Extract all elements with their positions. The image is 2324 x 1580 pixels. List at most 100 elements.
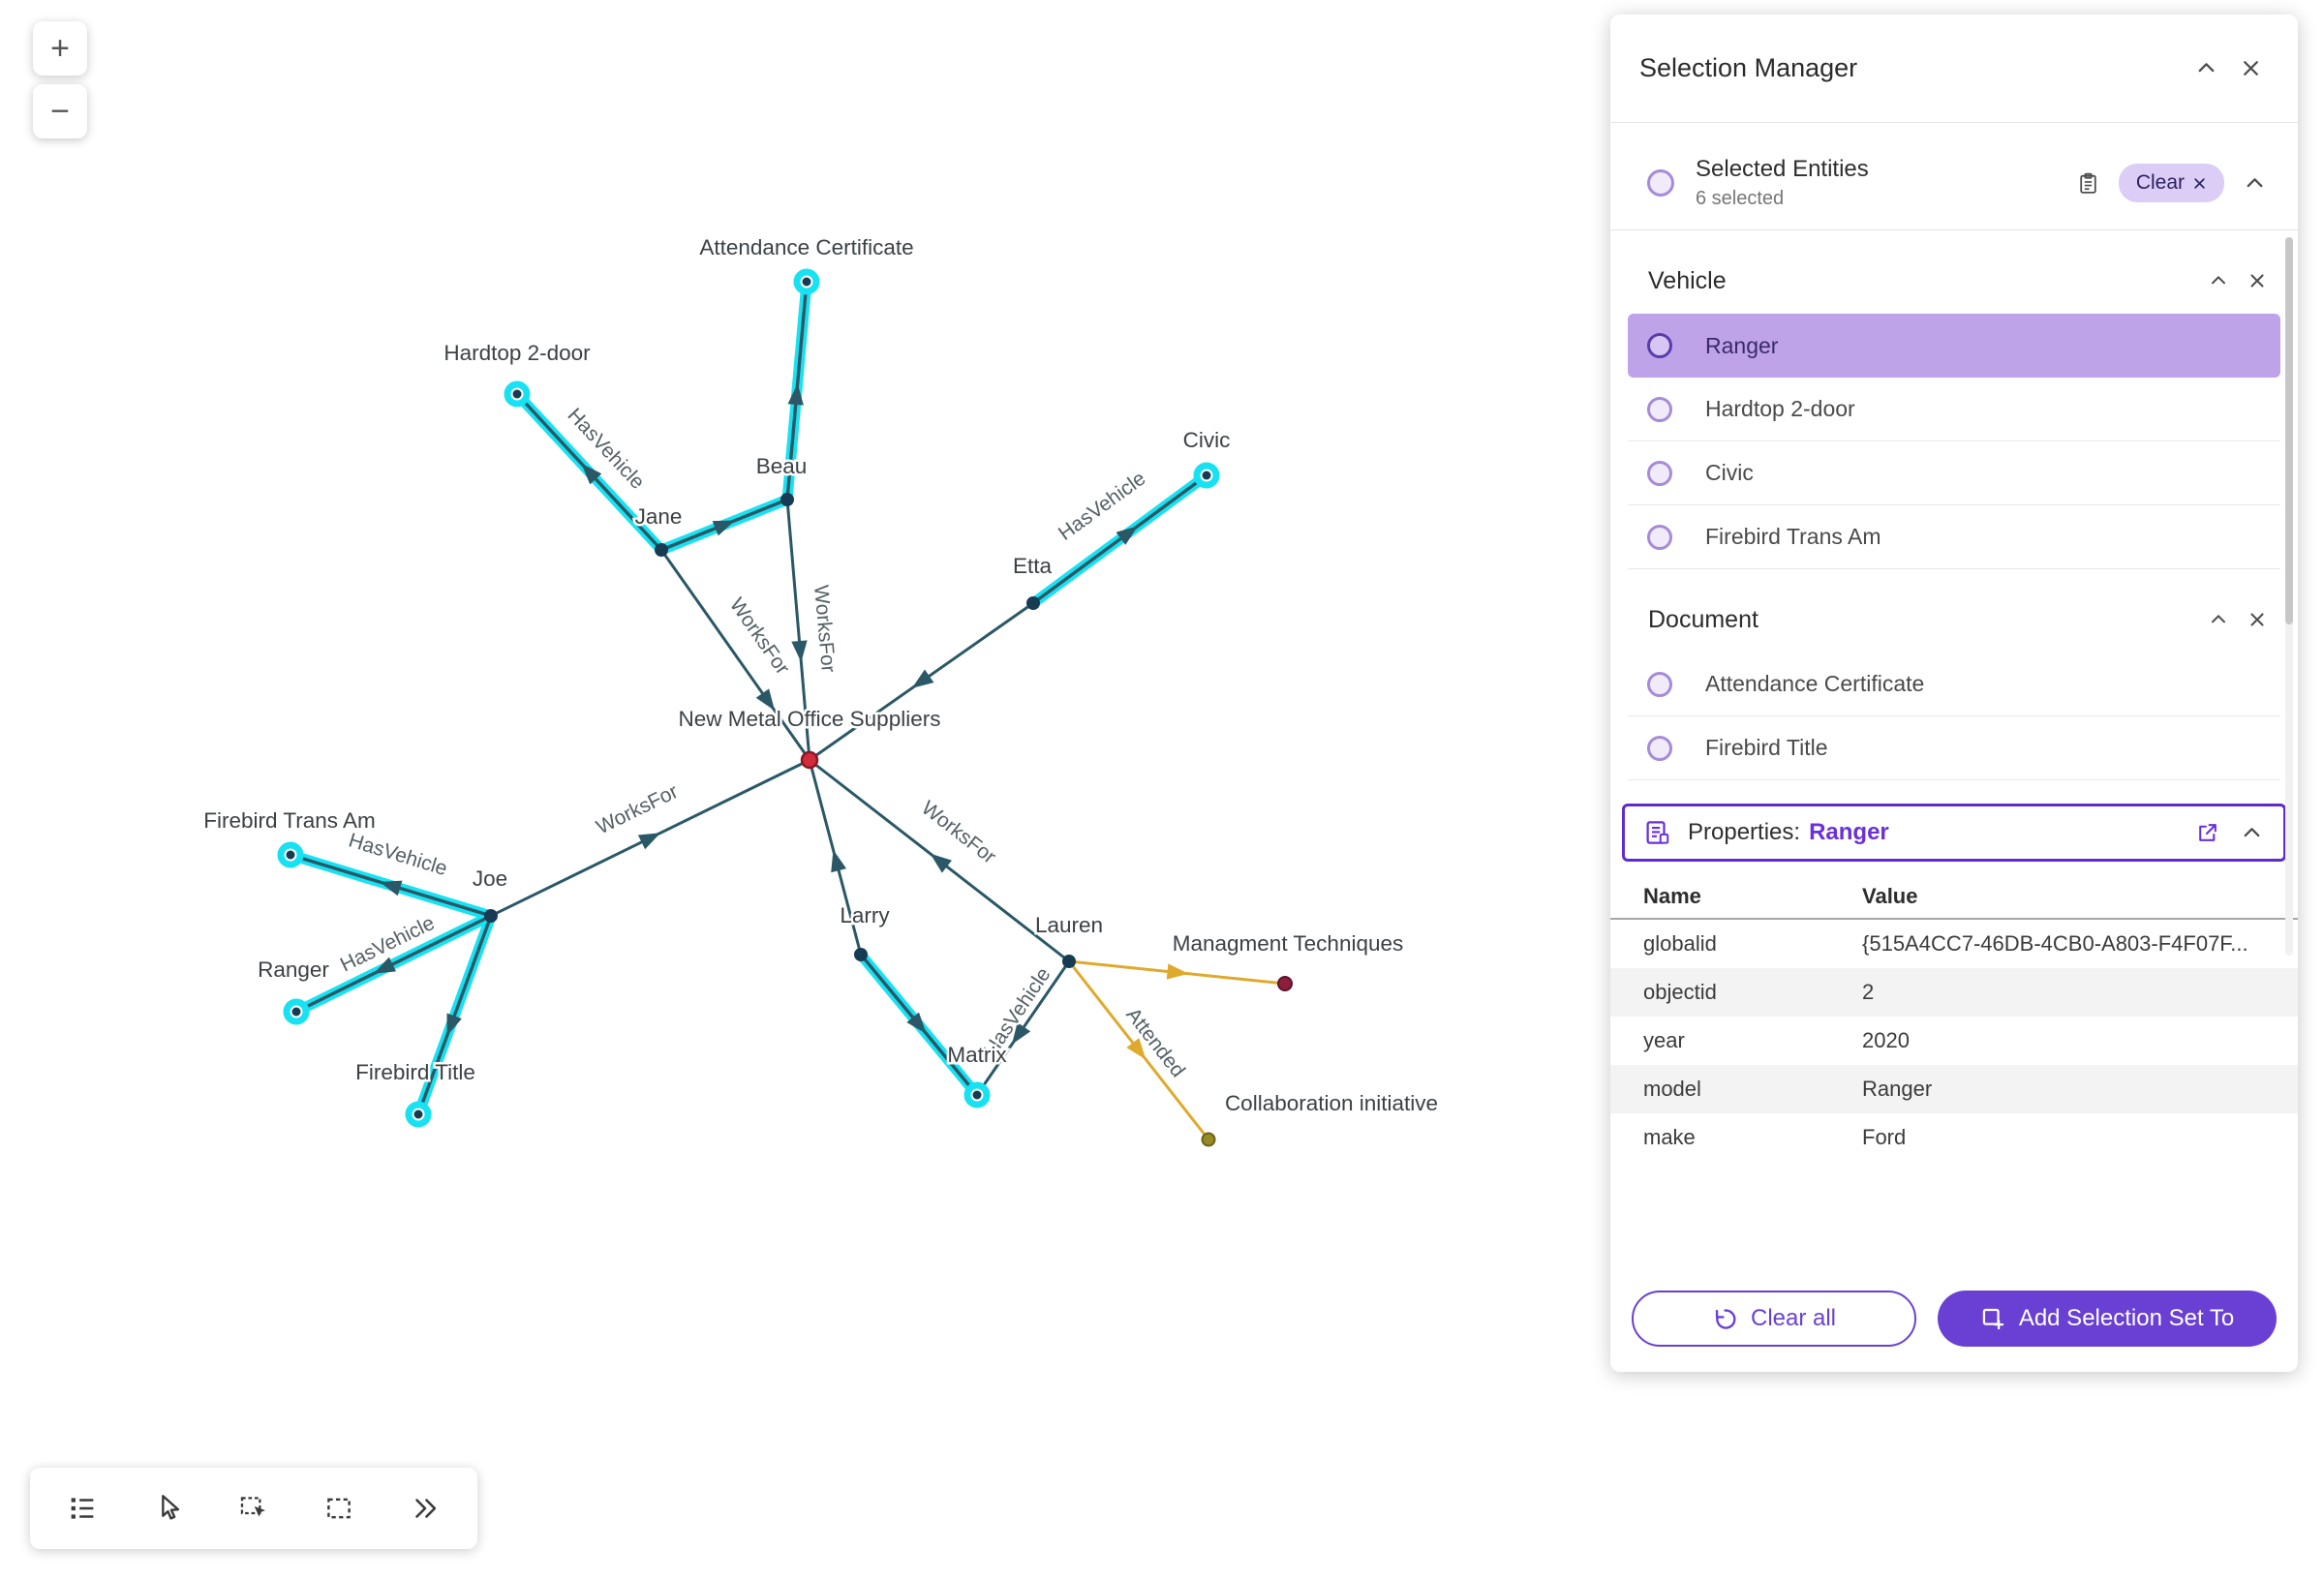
node-label-ranger: Ranger: [258, 957, 329, 982]
panel-body: Selected Entities 6 selected Clear: [1610, 123, 2298, 1279]
add-selection-set-button[interactable]: Add Selection Set To: [1938, 1291, 2277, 1347]
pointer-select-button[interactable]: [140, 1480, 197, 1536]
list-item-firebird-trans-am[interactable]: Firebird Trans Am: [1628, 505, 2280, 569]
list-item-attendance-certificate[interactable]: Attendance Certificate: [1628, 653, 2280, 716]
collapse-properties-button[interactable]: [2229, 810, 2274, 855]
property-value: Ford: [1862, 1125, 1907, 1149]
bottom-toolbar: [30, 1468, 477, 1549]
graph-node-etta[interactable]: [1026, 596, 1040, 610]
collapse-group-button[interactable]: [2199, 600, 2238, 639]
collapse-group-button[interactable]: [2199, 261, 2238, 300]
chevron-up-icon: [2198, 63, 2214, 73]
marquee-select-button[interactable]: [311, 1480, 367, 1536]
open-in-new-icon: [2198, 823, 2217, 841]
panel-footer: Clear all Add Selection Set To: [1610, 1279, 2298, 1372]
copy-selection-button[interactable]: [2066, 161, 2111, 205]
close-group-button[interactable]: [2238, 261, 2277, 300]
more-tools-button[interactable]: [397, 1480, 453, 1536]
selected-entities-title: Selected Entities: [1696, 156, 1869, 182]
graph-node-jane[interactable]: [655, 543, 668, 557]
close-icon: [2243, 61, 2258, 76]
property-name: make: [1643, 1125, 1696, 1149]
edge-label: HasVehicle: [564, 404, 649, 494]
collapse-panel-button[interactable]: [2184, 46, 2228, 91]
edge-joe-ranger[interactable]: [295, 914, 492, 1014]
edge-joe-firebird_title[interactable]: [416, 915, 493, 1115]
close-panel-button[interactable]: [2228, 46, 2273, 91]
group-header-vehicle: Vehicle: [1610, 230, 2298, 314]
graph-node-mgmt[interactable]: [1277, 976, 1293, 991]
property-value: 2020: [1862, 1028, 1910, 1052]
clear-pill-label: Clear: [2135, 171, 2185, 194]
graph-node-lauren[interactable]: [1062, 955, 1076, 968]
collapse-selected-entities-button[interactable]: [2232, 161, 2277, 205]
edge-arrow-icon: [637, 833, 661, 850]
properties-rows: globalid {515A4CC7-46DB-4CB0-A803-F4F07F.…: [1610, 920, 2298, 1162]
property-value: 2: [1862, 980, 1875, 1004]
scrollbar[interactable]: [2285, 237, 2293, 956]
selected-entities-count: 6 selected: [1696, 188, 1785, 209]
scrollbar-thumb[interactable]: [2285, 237, 2293, 624]
panel-header: Selection Manager: [1610, 15, 2298, 123]
edge-arrow-icon: [911, 669, 934, 688]
list-item-label: Ranger: [1705, 332, 1779, 358]
edge-arrow-icon: [712, 520, 736, 536]
edge-etta-civic[interactable]: [1031, 473, 1208, 605]
node-label-jane: Jane: [635, 504, 683, 529]
graph-node-core: [512, 389, 522, 399]
graph-node-center[interactable]: [800, 750, 819, 770]
property-name: globalid: [1643, 931, 1717, 956]
zoom-out-button[interactable]: −: [33, 84, 87, 138]
zoom-control: + −: [33, 21, 87, 138]
property-value: {515A4CC7-46DB-4CB0-A803-F4F07F...: [1862, 931, 2248, 956]
edge-arrow-icon: [373, 957, 397, 974]
chevron-up-icon: [2212, 276, 2225, 285]
edge-jane-center[interactable]: [659, 549, 811, 761]
edge-arrow-icon: [1116, 526, 1139, 545]
edge-arrow-icon: [755, 688, 776, 712]
property-name: model: [1643, 1077, 1701, 1101]
entity-circle-icon: [1647, 396, 1672, 422]
list-item-label: Firebird Trans Am: [1705, 524, 1881, 549]
edge-arrow-icon: [831, 849, 847, 873]
edge-beau-center[interactable]: [785, 499, 811, 761]
list-item-ranger[interactable]: Ranger: [1628, 314, 2280, 378]
list-item-firebird-title[interactable]: Firebird Title: [1628, 716, 2280, 780]
chevron-up-icon: [2247, 177, 2262, 187]
entity-circle-icon: [1647, 671, 1672, 697]
open-properties-button[interactable]: [2185, 810, 2229, 855]
clear-selection-pill[interactable]: Clear: [2118, 164, 2224, 202]
entity-circle-icon: [1647, 460, 1672, 486]
graph-node-larry[interactable]: [854, 948, 868, 961]
entity-circle-icon: [1647, 333, 1672, 358]
graph-node-collab[interactable]: [1201, 1132, 1216, 1147]
column-header-value: Value: [1862, 884, 1918, 908]
zoom-in-button[interactable]: +: [33, 21, 87, 76]
clear-all-button[interactable]: Clear all: [1632, 1291, 1916, 1347]
edge-arrow-icon: [787, 383, 804, 406]
close-group-button[interactable]: [2238, 600, 2277, 639]
reset-icon: [1715, 1308, 1736, 1329]
table-of-contents-button[interactable]: [54, 1480, 110, 1536]
property-row-globalid: globalid {515A4CC7-46DB-4CB0-A803-F4F07F.…: [1610, 920, 2298, 968]
selection-circle-icon: [1647, 169, 1674, 197]
edge-arrow-icon: [791, 640, 808, 662]
list-item-hardtop-2-door[interactable]: Hardtop 2-door: [1628, 378, 2280, 441]
graph-node-joe[interactable]: [484, 909, 498, 923]
edge-label: WorksFor: [725, 594, 794, 679]
node-label-attendance: Attendance Certificate: [699, 235, 913, 259]
select-features-button[interactable]: [226, 1480, 282, 1536]
graph-node-core: [413, 1109, 423, 1119]
list-icon: [71, 1498, 94, 1519]
list-item-civic[interactable]: Civic: [1628, 441, 2280, 505]
properties-header[interactable]: Properties: Ranger: [1622, 804, 2286, 862]
graph-node-beau[interactable]: [780, 493, 794, 506]
properties-table: Name Value globalid{515A4CC7-46DB-4CB0-A…: [1610, 875, 2298, 1162]
edge-label: WorksFor: [810, 584, 840, 673]
add-selection-set-label: Add Selection Set To: [2018, 1305, 2235, 1331]
edge-arrow-icon: [380, 880, 403, 896]
list-item-label: Civic: [1705, 460, 1754, 485]
add-selection-icon: [1982, 1308, 2003, 1329]
